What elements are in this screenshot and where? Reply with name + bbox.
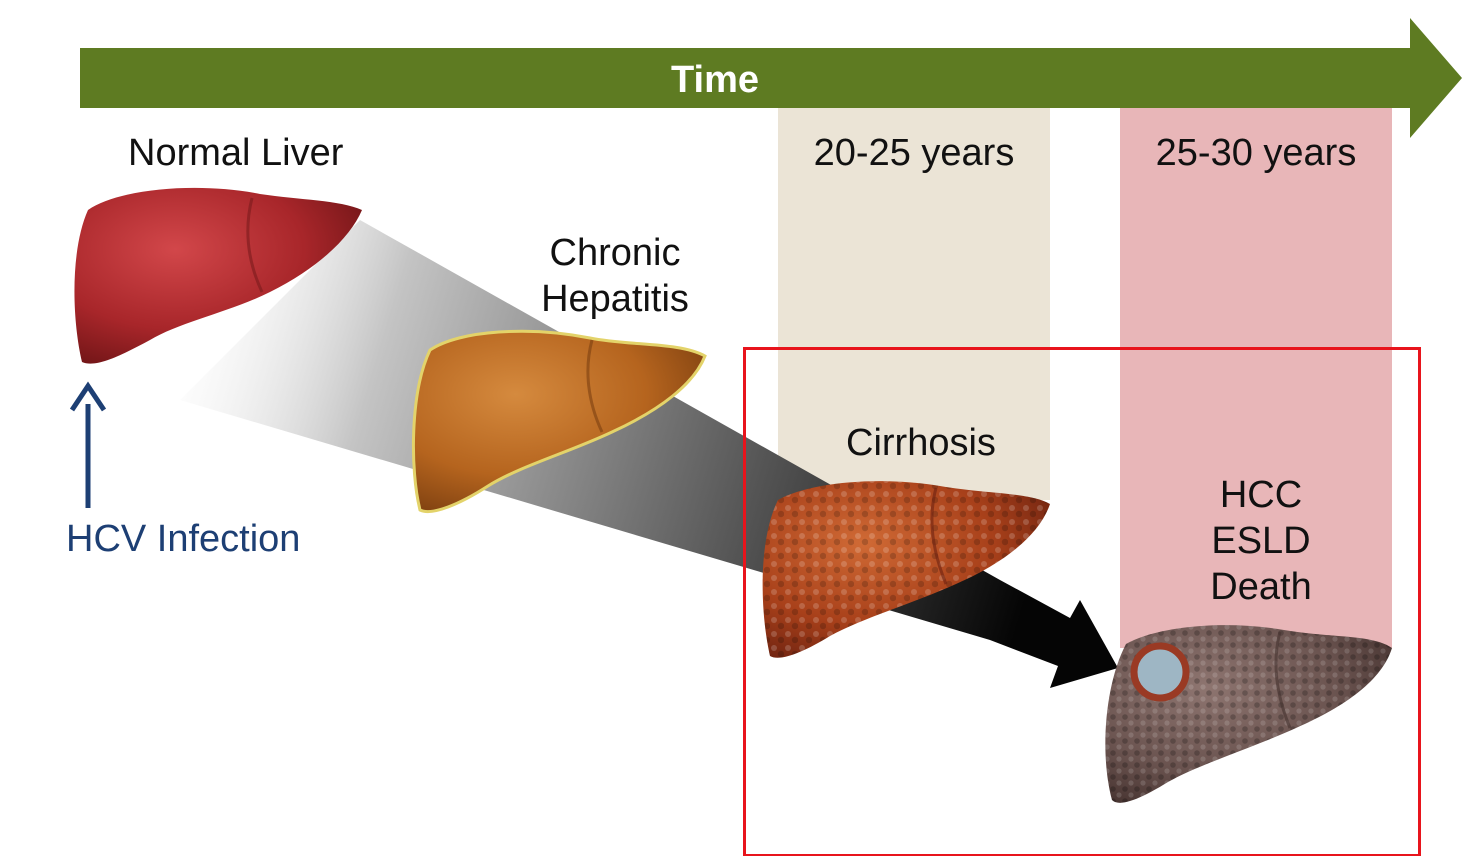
chronic-hepatitis-label: Chronic Hepatitis [530,230,700,322]
normal-liver-label: Normal Liver [128,130,343,176]
time-label: Time [600,56,830,104]
period-label-25-30: 25-30 years [1120,130,1392,176]
period-label-20-25: 20-25 years [778,130,1050,176]
highlight-box [743,347,1421,856]
hcv-infection-label: HCV Infection [66,516,300,562]
